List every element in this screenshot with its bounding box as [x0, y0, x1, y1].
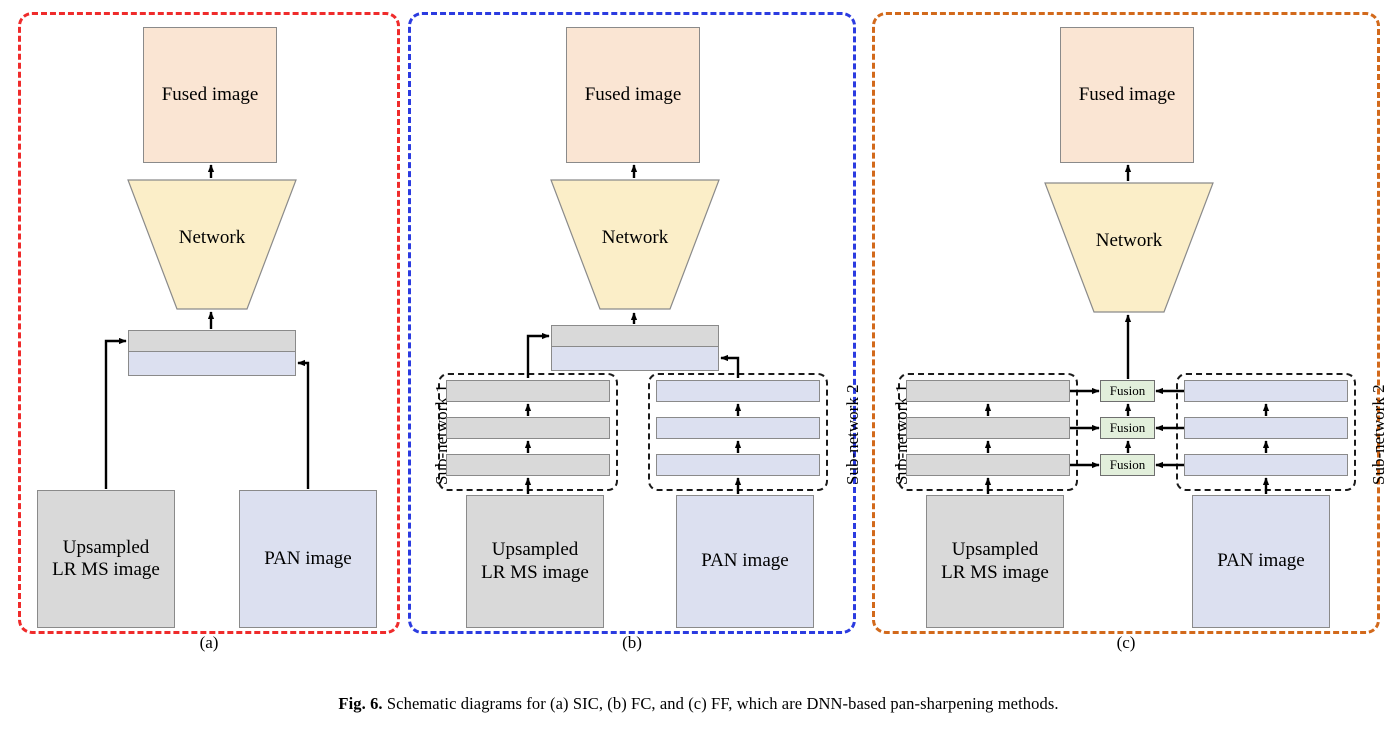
panel-a-sic [18, 12, 400, 634]
panel-b-ms-input-box: Upsampled LR MS image [466, 495, 604, 628]
panel-c-ms-layer-3 [906, 380, 1070, 402]
panel-b-network-trapezoid: Network [549, 179, 721, 310]
panel-b-ms-layer-1 [446, 454, 610, 476]
panel-c-subnetwork-2-label: Sub-network 2 [1369, 384, 1388, 485]
figure-caption-number: Fig. 6. [338, 694, 383, 713]
panel-c-ff [872, 12, 1380, 634]
panel-b-fused-image-box: Fused image [566, 27, 700, 163]
panel-c-pan-layer-1 [1184, 454, 1348, 476]
panel-c-fusion-block-3: Fusion [1100, 380, 1155, 402]
panel-c-pan-layer-2 [1184, 417, 1348, 439]
panel-c-sublabel: (c) [1116, 633, 1136, 652]
panel-c-fused-image-box: Fused image [1060, 27, 1194, 163]
panel-c-fusion-block-2: Fusion [1100, 417, 1155, 439]
panel-c-ms-layer-2 [906, 417, 1070, 439]
panel-c-fusion-block-1: Fusion [1100, 454, 1155, 476]
panel-c-pan-input-box: PAN image [1192, 495, 1330, 628]
panel-a-concat-pan-half [129, 351, 295, 375]
panel-b-fc [408, 12, 856, 634]
panel-c-pan-layer-3 [1184, 380, 1348, 402]
panel-a-ms-input-box: Upsampled LR MS image [37, 490, 175, 628]
panel-b-concat-ms-half [552, 326, 718, 347]
panel-b-pan-input-box: PAN image [676, 495, 814, 628]
figure-caption-text: Schematic diagrams for (a) SIC, (b) FC, … [386, 694, 1059, 713]
panel-b-concat-bar [551, 325, 719, 371]
panel-b-concat-pan-half [552, 346, 718, 370]
panel-a-network-trapezoid: Network [126, 179, 298, 310]
panel-b-ms-layer-2 [446, 417, 610, 439]
panel-c-ms-layer-1 [906, 454, 1070, 476]
panel-b-pan-layer-2 [656, 417, 820, 439]
panel-c-ms-input-box: Upsampled LR MS image [926, 495, 1064, 628]
panel-a-concat-bar [128, 330, 296, 376]
panel-b-ms-layer-3 [446, 380, 610, 402]
panel-c-network-trapezoid: Network [1043, 182, 1215, 313]
panel-a-concat-ms-half [129, 331, 295, 352]
panel-a-pan-input-box: PAN image [239, 490, 377, 628]
panel-b-subnetwork-2-label: Sub-network 2 [843, 384, 862, 485]
panel-b-pan-layer-3 [656, 380, 820, 402]
panel-a-sublabel: (a) [199, 633, 219, 652]
panel-a-fused-image-box: Fused image [143, 27, 277, 163]
panel-b-pan-layer-1 [656, 454, 820, 476]
panel-b-sublabel: (b) [622, 633, 642, 652]
figure-caption: Fig. 6. Schematic diagrams for (a) SIC, … [0, 694, 1397, 714]
